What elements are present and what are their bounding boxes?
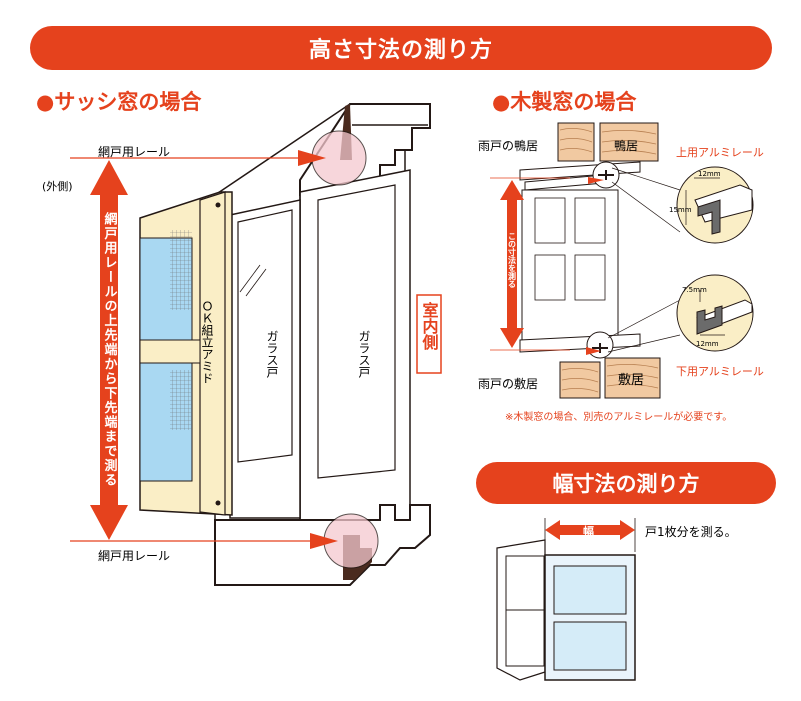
- lower-rail-label: 下用アルミレール: [676, 365, 764, 378]
- upper-rail-label: 上用アルミレール: [676, 146, 764, 159]
- sash-window-illustration: [70, 103, 431, 586]
- kamoi-label: 鴨居: [614, 139, 638, 153]
- kamoi-beam: [599, 122, 659, 162]
- indoor-label: 室内側: [420, 301, 440, 351]
- top-rail-label: 網戸用レール: [98, 145, 170, 159]
- width-title: 幅寸法の測り方: [476, 462, 776, 504]
- indoor-label-box: [416, 294, 442, 374]
- width-illustration: [496, 518, 636, 681]
- glass-door-2-label: ガラス戸: [357, 330, 371, 379]
- sash-heading: ●サッシ窓の場合: [36, 90, 202, 114]
- wood-measure-arrow: [500, 180, 524, 348]
- width-arrow-label: 幅: [583, 524, 594, 538]
- amado-shikii-label: 雨戸の敷居: [478, 376, 538, 391]
- outside-label: (外側): [42, 180, 73, 193]
- upper-dim-w: 12mm: [698, 170, 721, 178]
- upper-dim-h: 15mm: [669, 206, 692, 214]
- wood-measure-text: この寸法を測る: [508, 232, 517, 288]
- sash-measure-text: 網戸用レールの上先端から下先端まで測る: [102, 211, 119, 487]
- lower-dim-w: 12mm: [696, 340, 719, 348]
- glass-door-1-label: ガラス戸: [265, 330, 279, 379]
- amado-kamoi-label: 雨戸の鴨居: [478, 139, 538, 153]
- main-title: 高さ寸法の測り方: [30, 26, 772, 70]
- wood-heading: ●木製窓の場合: [492, 90, 637, 114]
- lower-rail-detail: [676, 274, 754, 352]
- lower-dim-h: 7.5mm: [682, 286, 707, 294]
- glass-door-right: [299, 169, 411, 526]
- wood-note: ※木製窓の場合、別売のアルミレールが必要です。: [505, 410, 732, 423]
- height-measure-arrow: [90, 160, 128, 540]
- upper-rail-detail: [676, 166, 754, 244]
- amado-shikii-beam: [559, 361, 601, 399]
- shikii-label: 敷居: [618, 373, 644, 388]
- width-caption: 戸1枚分を測る。: [645, 524, 737, 539]
- wood-window-illustration: [490, 122, 681, 399]
- ok-screen-label: ＯＫ組立アミド: [200, 300, 214, 384]
- bottom-rail-label: 網戸用レール: [98, 549, 170, 563]
